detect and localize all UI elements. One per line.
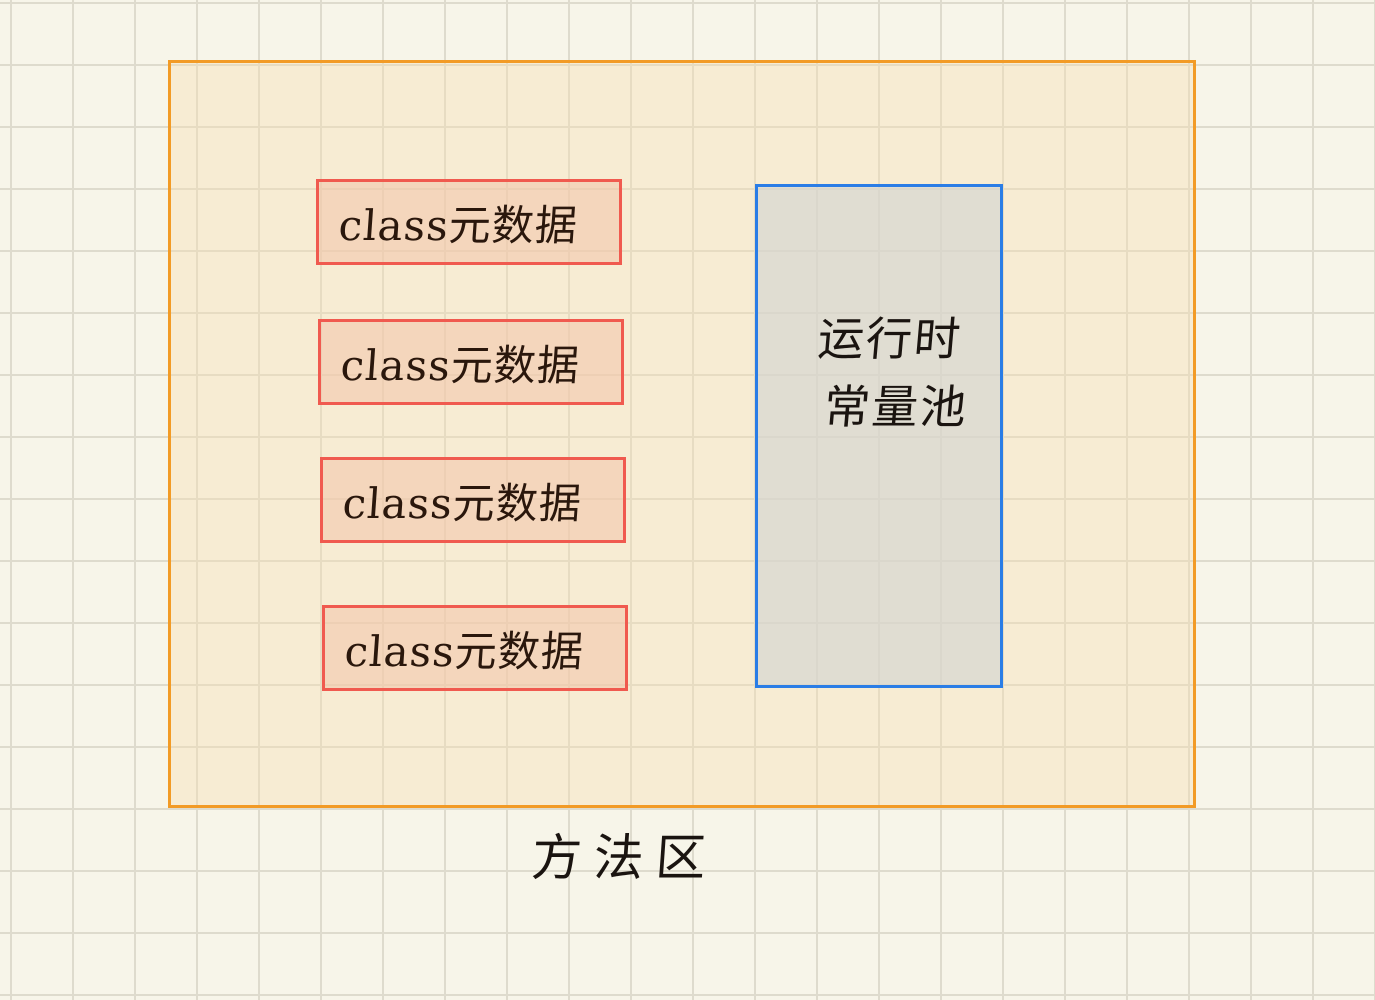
runtime-constant-pool-label: 运行时 常量池 <box>815 305 971 441</box>
runtime-constant-pool-box: 运行时 常量池 <box>755 184 1003 688</box>
class-metadata-box-4: class元数据 <box>322 605 628 691</box>
method-area-label: 方法区 <box>529 829 720 887</box>
class-metadata-label: class元数据 <box>339 340 582 390</box>
runtime-constant-pool-label-line2: 常量池 <box>821 380 971 434</box>
method-area-box <box>168 60 1196 808</box>
class-metadata-label: class元数据 <box>341 478 584 528</box>
class-metadata-label: class元数据 <box>337 200 580 250</box>
class-metadata-label: class元数据 <box>343 626 586 676</box>
runtime-constant-pool-label-line1: 运行时 <box>815 312 965 366</box>
class-metadata-box-2: class元数据 <box>318 319 624 405</box>
class-metadata-box-3: class元数据 <box>320 457 626 543</box>
class-metadata-box-1: class元数据 <box>316 179 622 265</box>
